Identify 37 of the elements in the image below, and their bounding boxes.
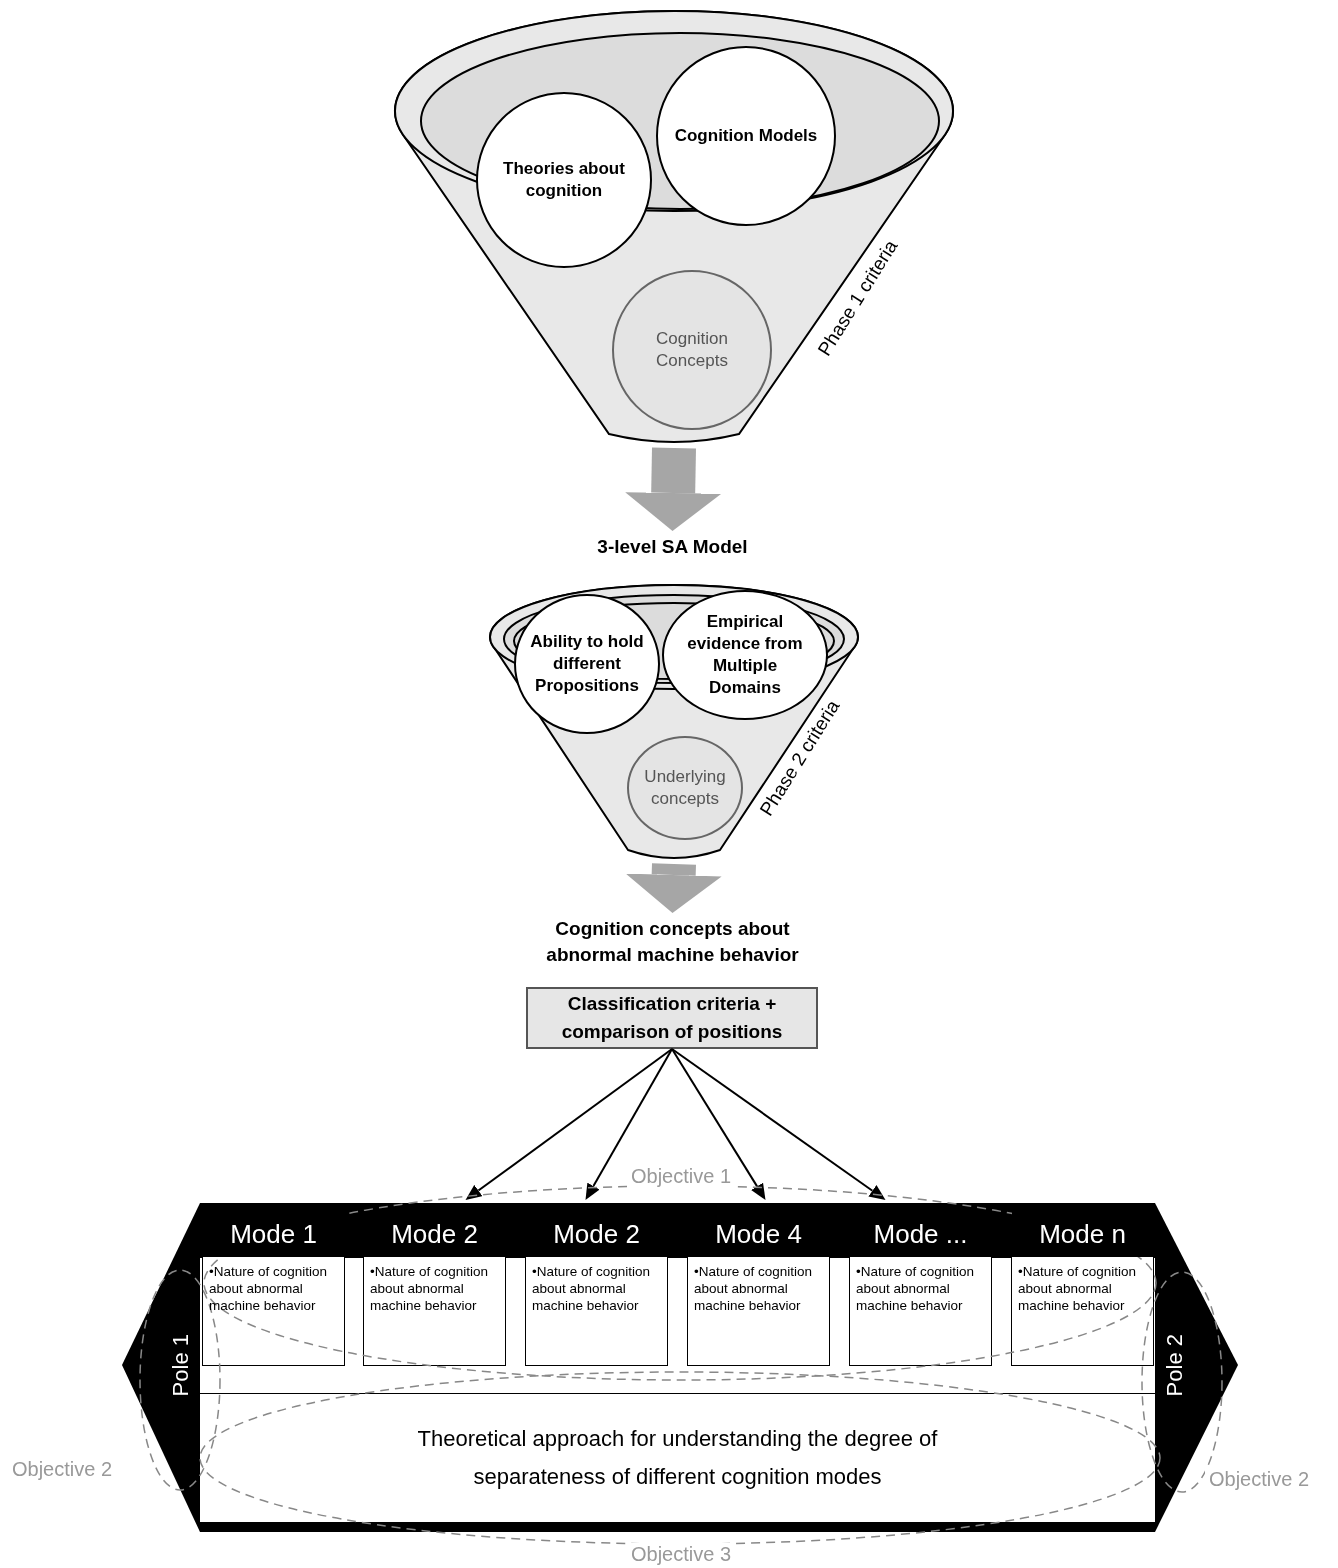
mode-header: Mode ... [850,1211,991,1257]
pole-label: Pole 1 [168,1333,194,1397]
circle-label: Underlying concepts [643,766,727,810]
heading-text: 3-level SA Model [596,535,749,559]
circle-label: Cognition Models [674,125,818,147]
circle-label: Theories about cognition [502,158,626,202]
pole-label: Pole 2 [1162,1333,1188,1397]
mode-header: Mode 2 [526,1211,667,1257]
mode-card [687,1210,830,1366]
arrow [585,1048,673,1200]
bullet-text: •Nature of cognition about abnormal machine behavior [693,1263,814,1315]
arrow [671,1048,766,1200]
bullet-text: •Nature of cognition about abnormal machine behavior [531,1263,652,1315]
block-arrow [625,863,722,913]
circle-label: Cognition Concepts [655,328,729,372]
arrow [465,1048,673,1200]
bullet-text: •Nature of cognition about abnormal machine behavior [1017,1263,1138,1315]
arrow [671,1048,886,1200]
mode-header: Mode 1 [203,1211,344,1257]
box-label: Classification criteria + comparison of positions [560,992,784,1044]
heading-text: Cognition concepts about abnormal machine behavior [545,917,800,967]
circle-label: Ability to hold different Propositions [529,631,645,697]
bullet-text: •Nature of cognition about abnormal machine behavior [369,1263,490,1315]
circle-label: Empirical evidence from Multiple Domains [686,611,804,699]
mode-card [1011,1210,1154,1366]
mode-card [849,1210,992,1366]
mode-header: Mode n [1012,1211,1153,1257]
mode-card [202,1210,345,1366]
bullet-text: •Nature of cognition about abnormal machine behavior [208,1263,329,1315]
block-arrow [625,447,722,531]
mode-card [525,1210,668,1366]
mode-header: Mode 2 [364,1211,505,1257]
mode-header: Mode 4 [688,1211,829,1257]
bullet-text: •Nature of cognition about abnormal machine behavior [855,1263,976,1315]
process-box [526,987,818,1049]
mode-card [363,1210,506,1366]
panel-text: Theoretical approach for understanding the degree of separateness of different cognition modes [416,1425,939,1491]
